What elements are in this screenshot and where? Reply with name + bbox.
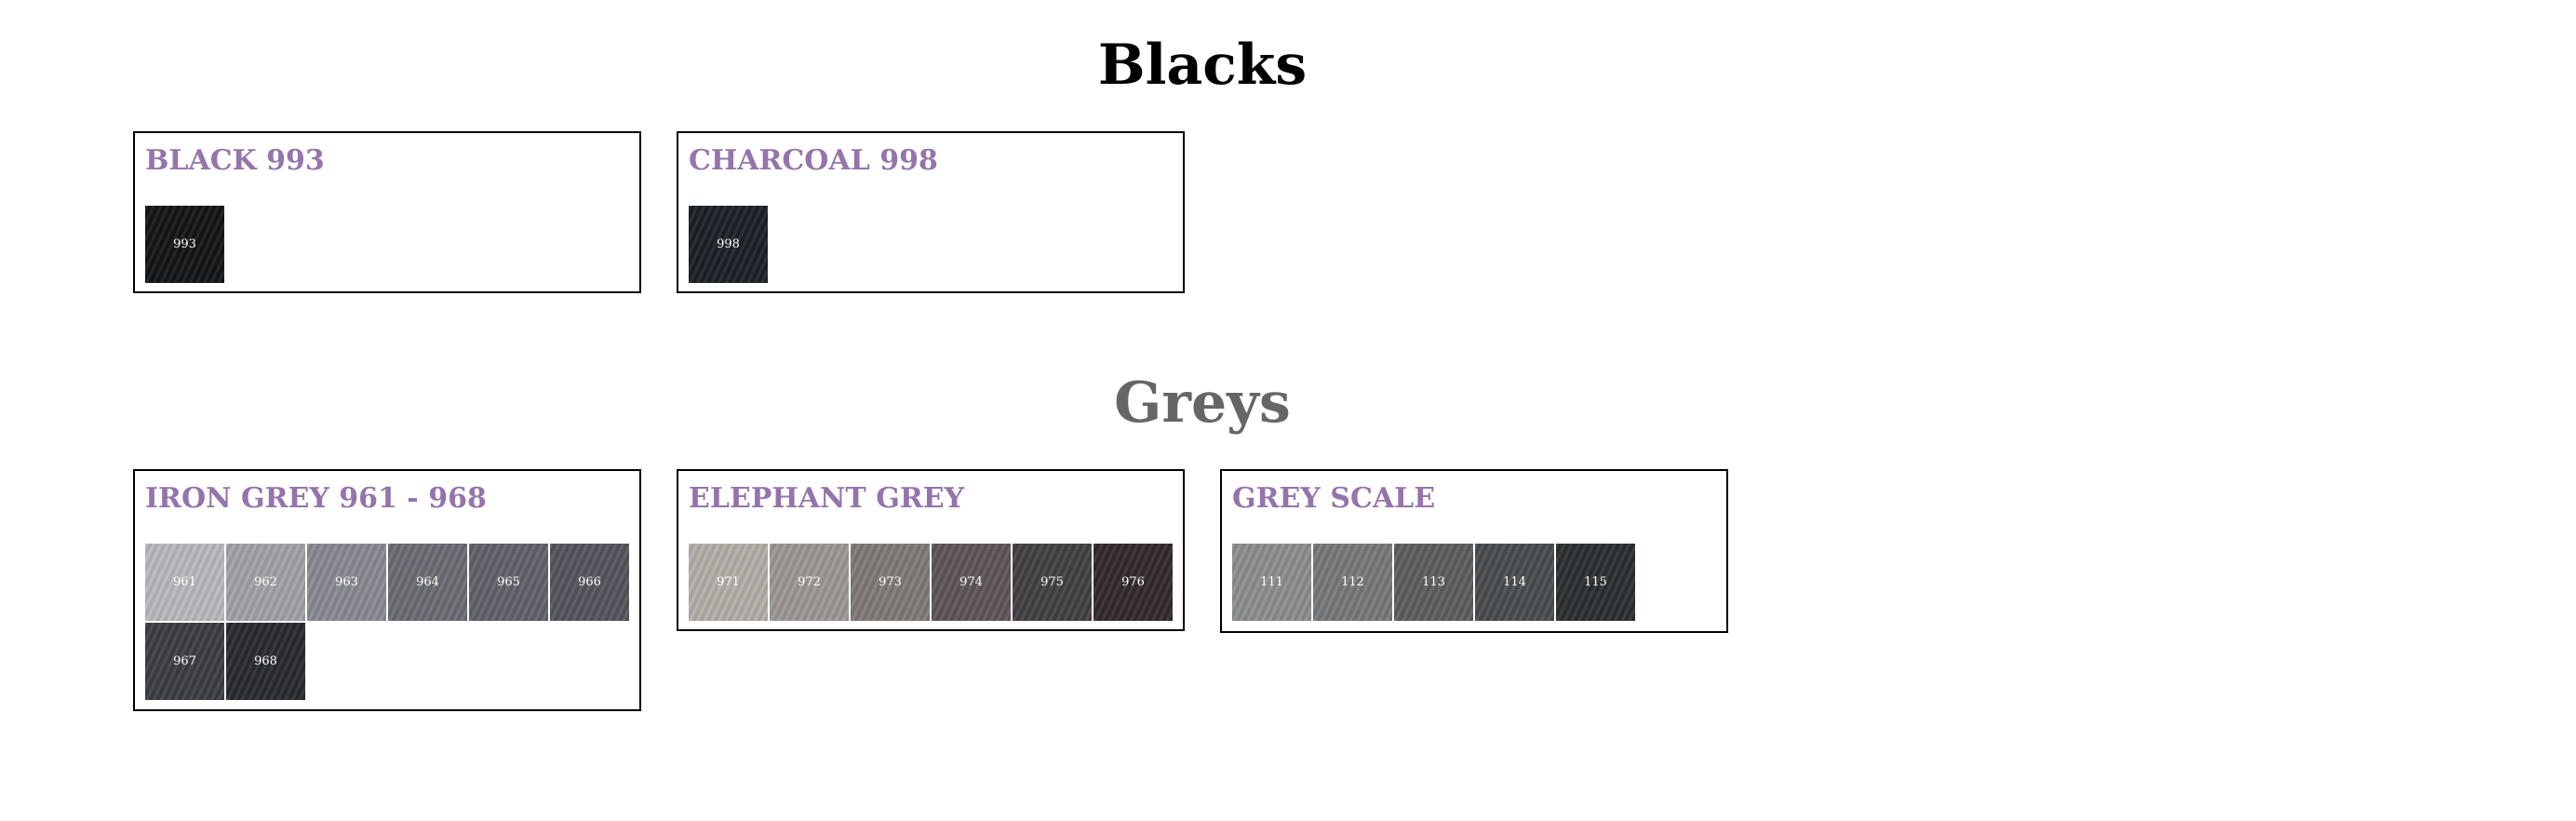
swatch-label: 971: [717, 575, 740, 589]
color-card-elephant-grey: ELEPHANT GREY 971 972 973 974 975 976: [677, 469, 1185, 631]
section-title-greys: Greys: [1114, 370, 1291, 436]
color-swatch[interactable]: 964: [388, 544, 467, 621]
swatch-label: 972: [798, 575, 821, 589]
swatch-label: 975: [1040, 575, 1064, 589]
card-title[interactable]: BLACK 993: [145, 144, 325, 177]
color-card-charcoal: CHARCOAL 998 998: [677, 131, 1185, 293]
swatch-label: 114: [1503, 575, 1526, 589]
color-swatch[interactable]: 993: [145, 206, 224, 283]
color-swatch[interactable]: 976: [1093, 544, 1173, 621]
swatch-label: 974: [959, 575, 983, 589]
swatch-label: 115: [1584, 575, 1607, 589]
swatch-label: 962: [254, 575, 277, 589]
card-title[interactable]: CHARCOAL 998: [689, 144, 938, 177]
color-swatch[interactable]: 112: [1313, 544, 1392, 621]
swatch-label: 976: [1121, 575, 1145, 589]
color-swatch[interactable]: 965: [469, 544, 548, 621]
swatch-label: 998: [717, 237, 740, 251]
swatch-grid: 971 972 973 974 975 976: [689, 544, 1174, 621]
swatch-label: 961: [173, 575, 196, 589]
color-swatch[interactable]: 967: [145, 623, 224, 700]
swatch-grid: 111 112 113 114 115: [1232, 544, 1718, 621]
swatch-label: 966: [578, 575, 601, 589]
section-title-blacks: Blacks: [1097, 33, 1308, 98]
color-swatch[interactable]: 974: [932, 544, 1011, 621]
swatch-label: 968: [254, 654, 277, 668]
color-card-iron-grey: IRON GREY 961 - 968 961 962 963 964 965 …: [133, 469, 641, 711]
swatch-label: 111: [1260, 575, 1283, 589]
color-swatch[interactable]: 966: [550, 544, 629, 621]
swatch-grid: 961 962 963 964 965 966 967 968: [145, 544, 631, 700]
color-swatch[interactable]: 968: [226, 623, 305, 700]
swatch-label: 964: [416, 575, 439, 589]
color-card-black: BLACK 993 993: [133, 131, 641, 293]
color-swatch[interactable]: 975: [1013, 544, 1092, 621]
color-swatch[interactable]: 973: [851, 544, 930, 621]
card-title[interactable]: IRON GREY 961 - 968: [145, 482, 487, 515]
color-card-grey-scale: GREY SCALE 111 112 113 114 115: [1220, 469, 1728, 633]
swatch-grid: 993: [145, 206, 631, 283]
color-swatch[interactable]: 962: [226, 544, 305, 621]
color-swatch[interactable]: 971: [689, 544, 768, 621]
swatch-label: 965: [497, 575, 520, 589]
swatch-label: 973: [879, 575, 902, 589]
swatch-label: 967: [173, 654, 196, 668]
color-swatch[interactable]: 113: [1394, 544, 1473, 621]
swatch-label: 993: [173, 237, 196, 251]
color-swatch[interactable]: 115: [1556, 544, 1635, 621]
color-swatch[interactable]: 998: [689, 206, 768, 283]
swatch-label: 963: [335, 575, 358, 589]
color-swatch[interactable]: 111: [1232, 544, 1311, 621]
color-swatch[interactable]: 972: [770, 544, 849, 621]
card-title[interactable]: GREY SCALE: [1232, 482, 1436, 515]
color-swatch[interactable]: 114: [1475, 544, 1554, 621]
color-swatch[interactable]: 961: [145, 544, 224, 621]
swatch-label: 112: [1341, 575, 1364, 589]
color-swatch[interactable]: 963: [307, 544, 386, 621]
swatch-grid: 998: [689, 206, 1174, 283]
card-title[interactable]: ELEPHANT GREY: [689, 482, 965, 515]
swatch-label: 113: [1422, 575, 1445, 589]
